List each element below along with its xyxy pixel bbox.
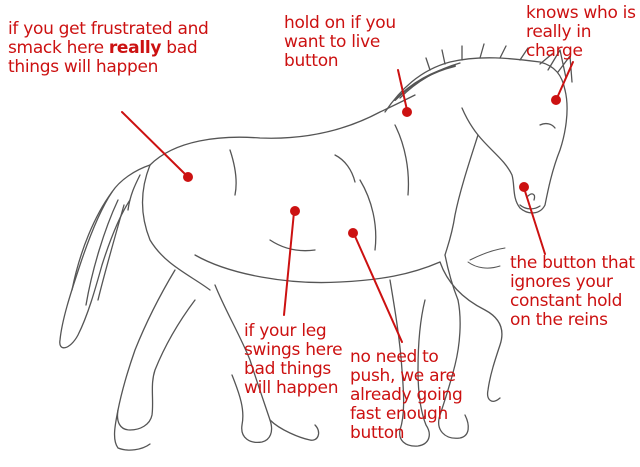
label-in-charge: knows who is really in charge — [526, 3, 636, 61]
hotspot-flank — [290, 206, 300, 216]
label-reins-button: the button that ignores your constant ho… — [510, 253, 635, 330]
hotspot-rump — [183, 172, 193, 182]
pointer-leg — [283, 211, 295, 316]
hotspot-muzzle — [519, 182, 529, 192]
hotspot-forehead — [551, 95, 561, 105]
horse-line-art — [59, 43, 573, 451]
label-leg-swing: if your leg swings here bad things will … — [244, 321, 343, 398]
hotspot-mane — [402, 107, 412, 117]
pointer-hold — [397, 69, 408, 111]
hotspot-belly — [348, 228, 358, 238]
annotation-lines — [121, 61, 574, 343]
label-smack-text-end: bad things will happen — [8, 38, 198, 77]
pointer-reins — [523, 187, 546, 255]
label-smack-emphasis: really — [108, 38, 162, 58]
pointer-push — [353, 233, 403, 343]
pointer-smack — [121, 111, 187, 176]
label-no-push: no need to push, we are already going fa… — [350, 347, 463, 443]
hotspot-dots — [183, 95, 561, 238]
label-smack-text: if you get frustrated and smack here — [8, 19, 209, 58]
label-hold-on: hold on if you want to live button — [284, 13, 396, 71]
pointer-charge — [556, 61, 574, 99]
label-smack-warning: if you get frustrated and smack here rea… — [8, 20, 248, 77]
